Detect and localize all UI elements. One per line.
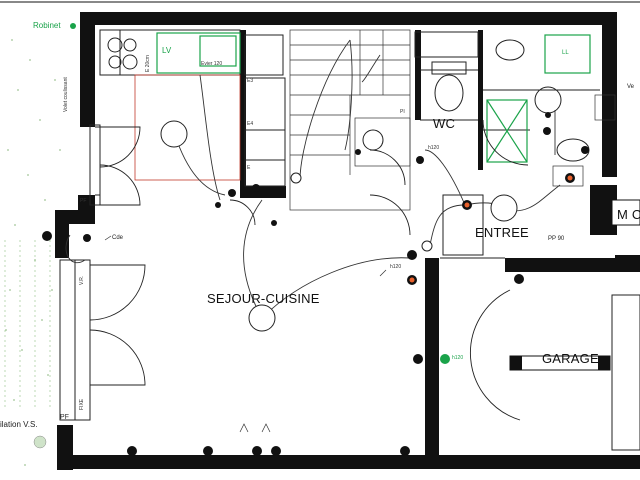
- mc-label: M C: [617, 207, 640, 222]
- evier-label: Evier 120: [201, 61, 223, 67]
- pp90-label: PP 90: [548, 236, 565, 242]
- pi-label: PI: [400, 109, 405, 115]
- h120-wc-label: h120: [428, 145, 440, 151]
- wiring: [65, 39, 561, 319]
- walls: [55, 12, 640, 470]
- e3-label: E3: [247, 78, 254, 84]
- cde-label: Cde: [112, 235, 124, 241]
- ventilation-label: ilation V.S.: [0, 420, 38, 429]
- robinet-marker: [70, 23, 76, 29]
- robinet-label: Robinet: [33, 21, 61, 30]
- e-box-label: E: [247, 165, 251, 171]
- highlight-points: [33, 173, 575, 449]
- e4-label: E4: [247, 121, 254, 127]
- fixe-label: FIXE: [79, 398, 85, 410]
- kitchen-zone: [134, 74, 241, 181]
- room-label-entree: ENTREE: [475, 225, 529, 240]
- ll-label: LL: [562, 50, 569, 56]
- volet-label: Volet coulissant: [63, 77, 69, 112]
- room-label-wc: WC: [433, 116, 456, 131]
- switch-symbols: [104, 94, 616, 433]
- h120-mid-label: h120: [390, 264, 402, 270]
- e20-label: E 20cm: [145, 55, 151, 72]
- pf-top-label: PF: [80, 198, 87, 204]
- vr-label: V.R.: [79, 275, 85, 285]
- room-label-garage: GARAGE: [542, 351, 599, 366]
- garage-elements: [509, 195, 640, 371]
- cooktop: [107, 37, 138, 70]
- thin-walls: [59, 29, 640, 451]
- light-fixtures: [160, 120, 518, 332]
- h120-green-label: h120: [452, 355, 464, 361]
- garden-hatch: [4, 240, 51, 410]
- green-fixtures: [156, 32, 591, 163]
- outlets: [42, 112, 589, 456]
- garden-area: [5, 39, 61, 466]
- staircase: [289, 29, 411, 211]
- lv-label: LV: [162, 46, 172, 55]
- pf-bottom-label: PF: [60, 414, 69, 421]
- ve-label: Ve: [627, 84, 635, 90]
- room-label-sejour: SEJOUR-CUISINE: [207, 291, 320, 306]
- door-swings: [89, 119, 529, 421]
